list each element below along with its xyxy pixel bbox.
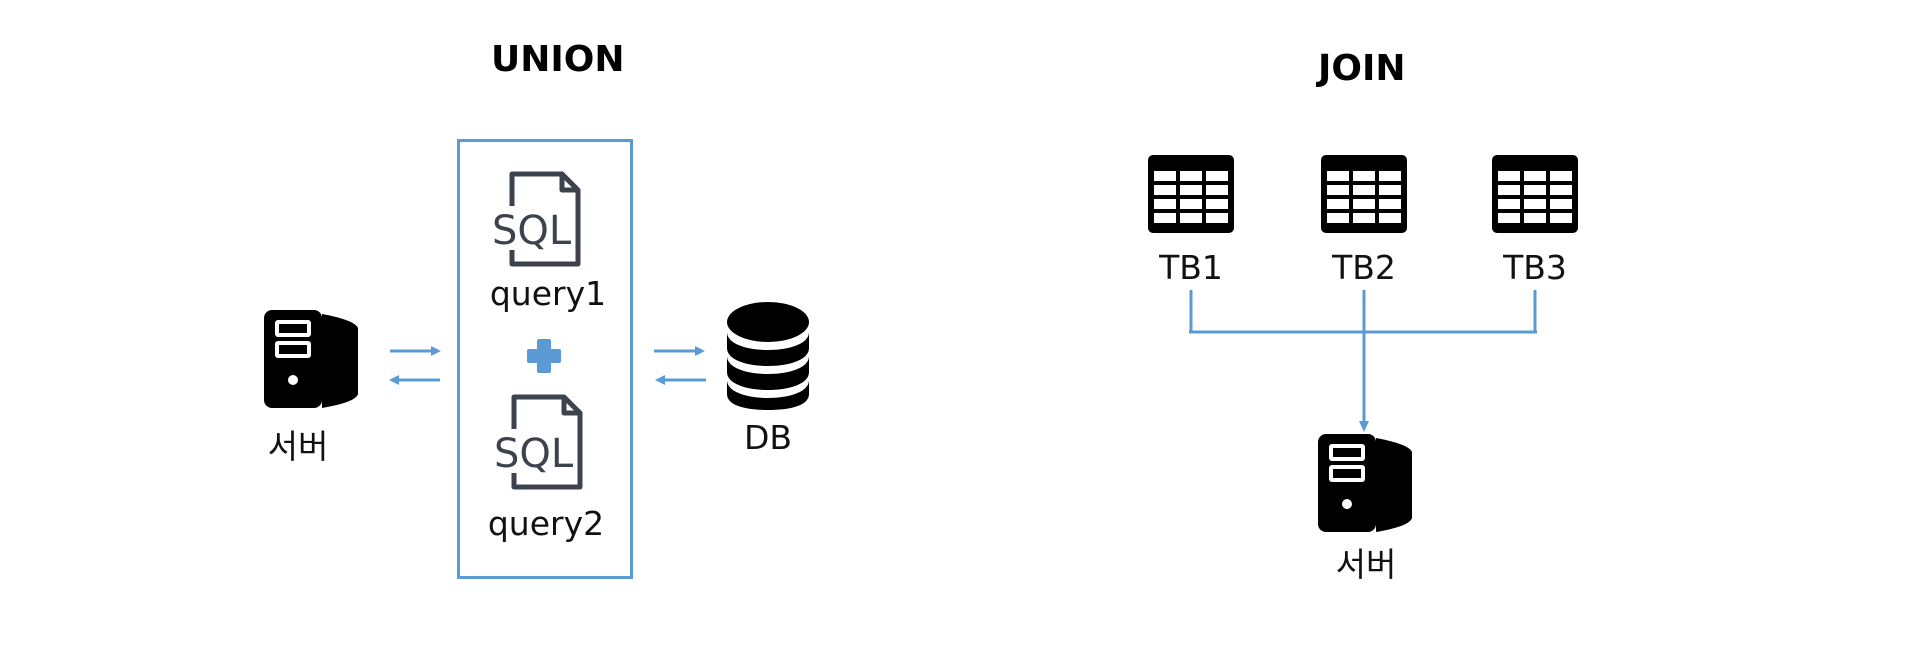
table-icon: [1321, 155, 1407, 233]
db-label: DB: [743, 418, 793, 457]
table-icon: [1492, 155, 1578, 233]
union-box: [457, 139, 633, 579]
server-icon: [264, 310, 358, 408]
sql-file-icon: SQL: [490, 171, 581, 267]
table-icon: [1148, 155, 1234, 233]
database-icon: [727, 302, 809, 410]
server-label: 서버: [1335, 545, 1397, 584]
table-label-tb3: TB3: [1503, 248, 1567, 287]
union-title: UNION: [491, 39, 625, 80]
query1-label: query1: [489, 274, 607, 313]
svg-text:SQL: SQL: [492, 208, 572, 254]
sql-file-icon: SQL: [492, 394, 583, 490]
join-title: JOIN: [1318, 48, 1406, 89]
svg-text:SQL: SQL: [494, 431, 574, 477]
table-label-tb1: TB1: [1159, 248, 1223, 287]
server-label: 서버: [267, 427, 329, 466]
table-label-tb2: TB2: [1332, 248, 1396, 287]
server-icon: [1318, 434, 1412, 532]
query2-label: query2: [487, 504, 605, 543]
plus-icon: [527, 339, 561, 373]
